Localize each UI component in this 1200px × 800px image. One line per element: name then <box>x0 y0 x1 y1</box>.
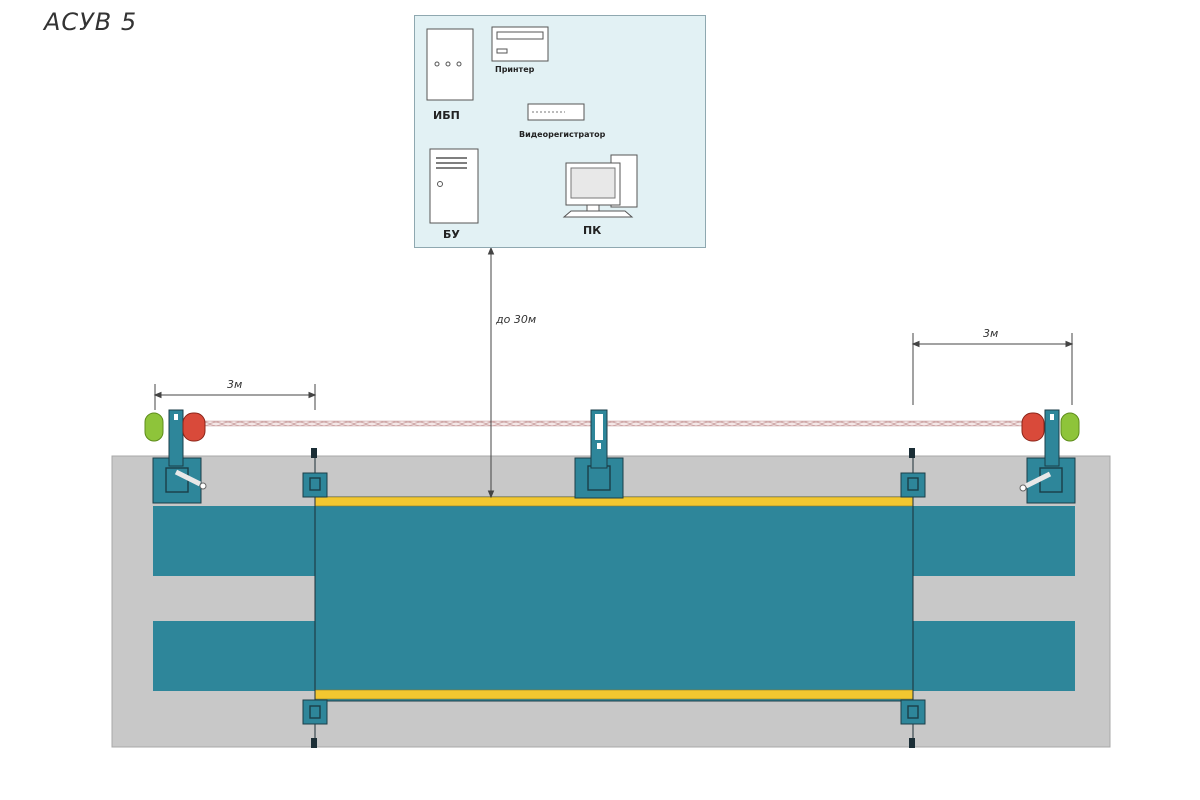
right-barrier <box>1019 409 1076 504</box>
cable-dimension <box>487 246 495 499</box>
pc-label: ПК <box>583 224 602 237</box>
rail-bottom <box>314 689 914 700</box>
cable-length-label: до 30м <box>496 313 537 326</box>
left-approach-top <box>153 506 315 576</box>
pc-icon <box>562 154 638 218</box>
weighing-platform <box>314 496 914 702</box>
center-terminal <box>574 409 624 499</box>
left-dimension-label: 3м <box>227 378 243 391</box>
right-traffic-light <box>1021 412 1080 442</box>
dimension-right <box>911 333 1074 405</box>
sensor-bottom-left <box>302 699 328 748</box>
video-recorder-icon <box>527 103 585 121</box>
left-traffic-light <box>144 412 206 442</box>
ups-label: ИБП <box>433 109 460 122</box>
right-approach-top <box>913 506 1075 576</box>
sensor-top-left <box>302 448 328 498</box>
control-unit-label: БУ <box>443 228 460 241</box>
control-cabinet: ИБП Принтер Видеорегистратор БУ ПК <box>414 15 706 248</box>
printer-label: Принтер <box>495 65 535 74</box>
sensor-bottom-right <box>900 699 926 748</box>
dimension-left <box>153 384 317 410</box>
left-approach-bottom <box>153 621 315 691</box>
printer-icon <box>491 26 549 62</box>
right-approach-bottom <box>913 621 1075 691</box>
barrier-cable <box>189 420 1036 427</box>
ups-icon <box>426 28 474 101</box>
right-dimension-label: 3м <box>983 327 999 340</box>
cabinet-equipment <box>426 26 638 224</box>
recorder-label: Видеорегистратор <box>519 130 606 139</box>
sensor-top-right <box>900 448 926 498</box>
left-barrier <box>152 409 207 504</box>
diagram-title: АСУВ 5 <box>44 8 138 36</box>
control-unit-icon <box>429 148 479 224</box>
